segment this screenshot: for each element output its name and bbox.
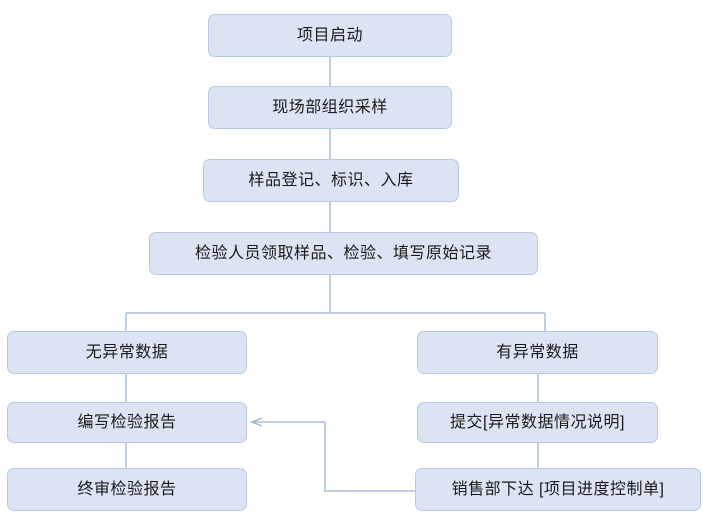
node-no-abnormal-data[interactable]: 无异常数据	[7, 331, 247, 374]
node-label: 现场部组织采样	[272, 98, 388, 116]
node-submit-abnormal-explanation[interactable]: 提交[异常数据情况说明]	[417, 402, 658, 443]
node-inspector-record[interactable]: 检验人员领取样品、检验、填写原始记录	[149, 232, 538, 275]
node-sales-dept-order[interactable]: 销售部下达 [项目进度控制单]	[415, 468, 701, 511]
feedback-arrowhead-icon	[250, 417, 263, 427]
node-project-start[interactable]: 项目启动	[208, 14, 452, 57]
node-sample-registration[interactable]: 样品登记、标识、入库	[203, 159, 459, 202]
node-label: 无异常数据	[85, 343, 169, 361]
node-label: 提交[异常数据情况说明]	[450, 413, 625, 431]
node-label: 编写检验报告	[77, 413, 177, 431]
edge-sales-order-feedback	[253, 421, 415, 492]
node-label: 销售部下达 [项目进度控制单]	[451, 480, 665, 498]
node-label: 项目启动	[296, 26, 363, 44]
node-field-dept-sampling[interactable]: 现场部组织采样	[208, 86, 452, 129]
node-has-abnormal-data[interactable]: 有异常数据	[417, 331, 658, 374]
node-label: 样品登记、标识、入库	[248, 171, 414, 189]
node-label: 终审检验报告	[77, 480, 177, 498]
node-label: 检验人员领取样品、检验、填写原始记录	[194, 244, 492, 262]
node-write-inspection-report[interactable]: 编写检验报告	[7, 402, 247, 443]
node-label: 有异常数据	[496, 343, 579, 361]
node-final-inspection-report[interactable]: 终审检验报告	[7, 468, 247, 511]
